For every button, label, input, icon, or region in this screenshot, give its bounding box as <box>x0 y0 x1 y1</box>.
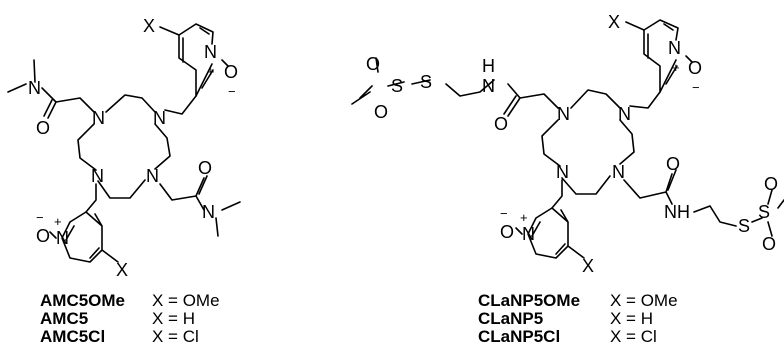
atom-o-amide-left: O <box>36 118 50 138</box>
substituent-definition: X = Cl <box>610 327 657 346</box>
atom-n-ring-3: N <box>556 162 569 182</box>
compound-name: CLaNP5OMe <box>478 291 580 310</box>
no-bond-bottom-right <box>515 227 523 235</box>
amide-arm-right <box>159 175 241 237</box>
ch2-linker-top-right <box>629 91 661 109</box>
amide-arm-left <box>7 59 95 119</box>
atom-o-noxide-top: O <box>688 58 702 78</box>
atom-o-sulfonyl-upper-2: O <box>374 102 388 122</box>
compound-name: AMC5OMe <box>40 291 125 310</box>
charge-minus-top: − <box>228 84 236 99</box>
molecule-clanp5: N N N N X N + O − H N O S S O O O NH S S… <box>351 12 784 276</box>
substituent-definition: X = OMe <box>610 291 678 310</box>
atom-n-pyridine-bottom: N <box>522 224 535 244</box>
no-bond-top-left <box>221 59 229 67</box>
atom-x-top: X <box>608 12 620 32</box>
charge-plus-bottom: + <box>520 210 528 225</box>
charge-minus-bottom: − <box>500 206 508 221</box>
compound-name: CLaNP5 <box>478 309 543 328</box>
atom-n-pyridine-top: N <box>204 42 217 62</box>
x-bond-top-right <box>625 21 645 31</box>
amide-arm-upper <box>351 57 559 117</box>
atom-o-sulfonyl-lower-2: O <box>762 234 776 254</box>
atom-n-ring-3: N <box>91 166 104 186</box>
macrocycle-ring-left <box>77 94 171 199</box>
no-bond-top-right <box>685 55 693 63</box>
atom-n-amide-upper: N <box>482 76 495 96</box>
atom-o-noxide-bottom: O <box>36 226 50 246</box>
charge-minus-bottom: − <box>36 210 44 225</box>
atom-o-amide-right: O <box>198 158 212 178</box>
substituent-definition: X = Cl <box>152 327 199 346</box>
atom-o-sulfonyl-lower-1: O <box>764 174 778 194</box>
atom-nh-amide-lower: NH <box>664 202 690 222</box>
atom-x-bottom: X <box>582 256 594 276</box>
pyridine-ring-bottom-right <box>527 207 585 259</box>
legend-right: CLaNP5OMe X = OMe CLaNP5 X = H CLaNP5Cl … <box>478 291 678 346</box>
atom-n-pyridine-top: N <box>668 38 681 58</box>
atom-n-ring-2: N <box>618 104 631 124</box>
charge-plus-bottom: + <box>54 214 62 229</box>
atom-h-amide-upper: H <box>482 56 495 76</box>
atom-n-ring-2: N <box>153 108 166 128</box>
atom-o-noxide-bottom: O <box>500 222 514 242</box>
charge-plus-top: + <box>672 60 680 75</box>
atom-o-amide-lower: O <box>666 154 680 174</box>
atom-s-thioether-lower: S <box>738 216 750 236</box>
substituent-definition: X = H <box>152 309 195 328</box>
charge-minus-top: − <box>692 80 700 95</box>
molecule-amc5: N N N N X N + O − N O O N − O + N X <box>7 16 241 280</box>
ch2-linker-top-left <box>164 95 197 115</box>
no-bond-bottom-left <box>49 231 57 239</box>
atom-s-sulfonyl-lower: S <box>758 202 770 222</box>
amide-arm-lower <box>623 169 784 237</box>
substituent-definition: X = H <box>610 309 653 328</box>
pyridine-ring-bottom-left <box>61 211 119 263</box>
atom-n-ring-1: N <box>92 108 105 128</box>
compound-name: CLaNP5Cl <box>478 327 560 346</box>
atom-s-sulfonyl-upper: S <box>391 76 403 96</box>
atom-n-ring-1: N <box>557 104 570 124</box>
compound-name: AMC5Cl <box>40 327 105 346</box>
atom-n-ring-4: N <box>612 162 625 182</box>
charge-plus-top: + <box>207 64 215 79</box>
ch2-linker-bottom-right <box>551 179 563 209</box>
compound-name: AMC5 <box>40 309 88 328</box>
x-bond-top-left <box>159 26 180 36</box>
atom-n-pyridine-bottom: N <box>56 228 69 248</box>
atom-x-bottom: X <box>116 260 128 280</box>
macrocycle-ring-right <box>541 89 635 195</box>
atom-o-amide-upper: O <box>494 114 508 134</box>
atom-n-ring-4: N <box>146 166 159 186</box>
substituent-definition: X = OMe <box>152 291 220 310</box>
atom-n-amide-right: N <box>202 202 215 222</box>
atom-n-amide-left: N <box>28 78 41 98</box>
atom-o-sulfonyl-upper-1: O <box>366 54 380 74</box>
atom-o-noxide-top: O <box>224 62 238 82</box>
atom-s-thioether-upper: S <box>420 72 432 92</box>
ch2-linker-bottom-left <box>85 183 97 213</box>
atom-x-top: X <box>143 16 155 36</box>
legend-left: AMC5OMe X = OMe AMC5 X = H AMC5Cl X = Cl <box>40 291 220 346</box>
